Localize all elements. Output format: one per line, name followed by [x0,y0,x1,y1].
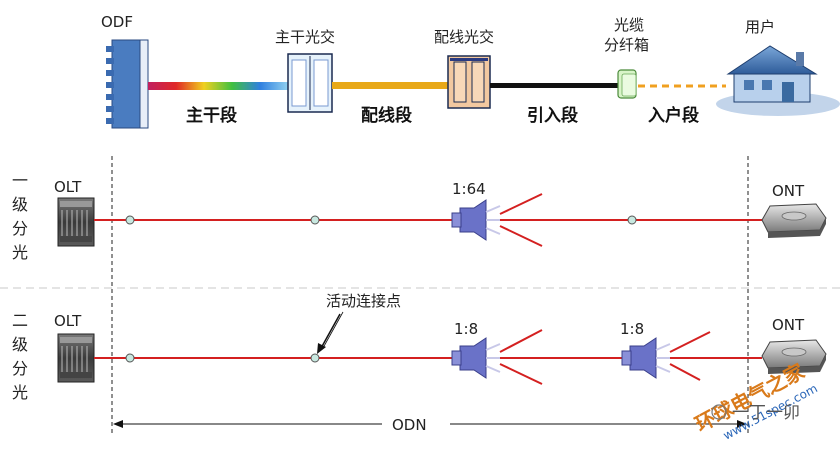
fiber-box-label-line2: 分纤箱 [604,36,649,54]
row1-olt-label: OLT [54,178,82,196]
row2-side-char-4: 光 [12,383,28,402]
row2-olt-icon [57,333,95,383]
trunk-cross-box [287,53,333,113]
row2-splitter1-ratio: 1:8 [454,320,478,338]
trunk-fiber [148,82,288,90]
row2-ont-label: ONT [772,316,805,334]
row2-side-char-1: 二 [12,311,28,330]
row2-side-char-2: 级 [12,335,28,354]
watermark: 环球电气之家 www.51spec.com 一丁一卯 [691,358,820,442]
connector-annotation: 活动连接点 [326,292,401,310]
row2-side-label: 二 级 分 光 [12,311,28,402]
odn-span-arrow [113,420,747,428]
connector-annotation-arrow [317,311,344,354]
wechat-icon [711,404,727,420]
user-label: 用户 [745,18,775,36]
row2-connector-2 [310,353,320,363]
row2-s1-branch-up [499,329,543,353]
row2-connector-1 [125,353,135,363]
distribution-fiber [332,82,448,89]
dist-box-label: 配线光交 [434,28,494,46]
row1-side-char-1: 一 [12,171,28,190]
distribution-cross-box [447,55,491,109]
row2-splitter2-icon [621,337,671,379]
row2-splitter2-ratio: 1:8 [620,320,644,338]
house-icon [716,45,840,116]
segment-trunk: 主干段 [186,105,237,126]
row2-s2-branch-up [669,331,711,353]
row2-splitter1-icon [451,337,501,379]
row2-olt-label: OLT [54,312,82,330]
row1-side-char-2: 级 [12,195,28,214]
row1-ont-icon [761,203,827,239]
row1-connector-2 [310,215,320,225]
row2-s2-branch-down [669,363,701,381]
drop-fiber [490,83,618,88]
trunk-box-label: 主干光交 [275,28,335,46]
row1-splitter-ratio: 1:64 [452,180,486,198]
row1-side-char-3: 分 [12,219,28,238]
row1-connector-1 [125,215,135,225]
odf-label: ODF [101,13,133,31]
row1-side-char-4: 光 [12,243,28,262]
segment-home: 入户段 [648,105,699,126]
row1-ont-label: ONT [772,182,805,200]
row1-splitter-icon [451,199,501,241]
segment-drop: 引入段 [527,105,578,126]
row2-side-char-3: 分 [12,359,28,378]
odf-rack [106,39,149,129]
row2-s1-branch-down [499,363,543,385]
segment-distribution: 配线段 [361,105,412,126]
watermark-author: 一丁一卯 [732,403,800,423]
row1-olt-icon [57,197,95,247]
row1-branch-down [499,225,543,247]
row1-connector-3 [627,215,637,225]
odn-label: ODN [392,416,427,434]
fiber-box-label-line1: 光缆 [614,16,644,34]
row1-branch-up [499,193,543,215]
row1-side-label: 一 级 分 光 [12,171,28,262]
fiber-distribution-box [617,69,637,99]
